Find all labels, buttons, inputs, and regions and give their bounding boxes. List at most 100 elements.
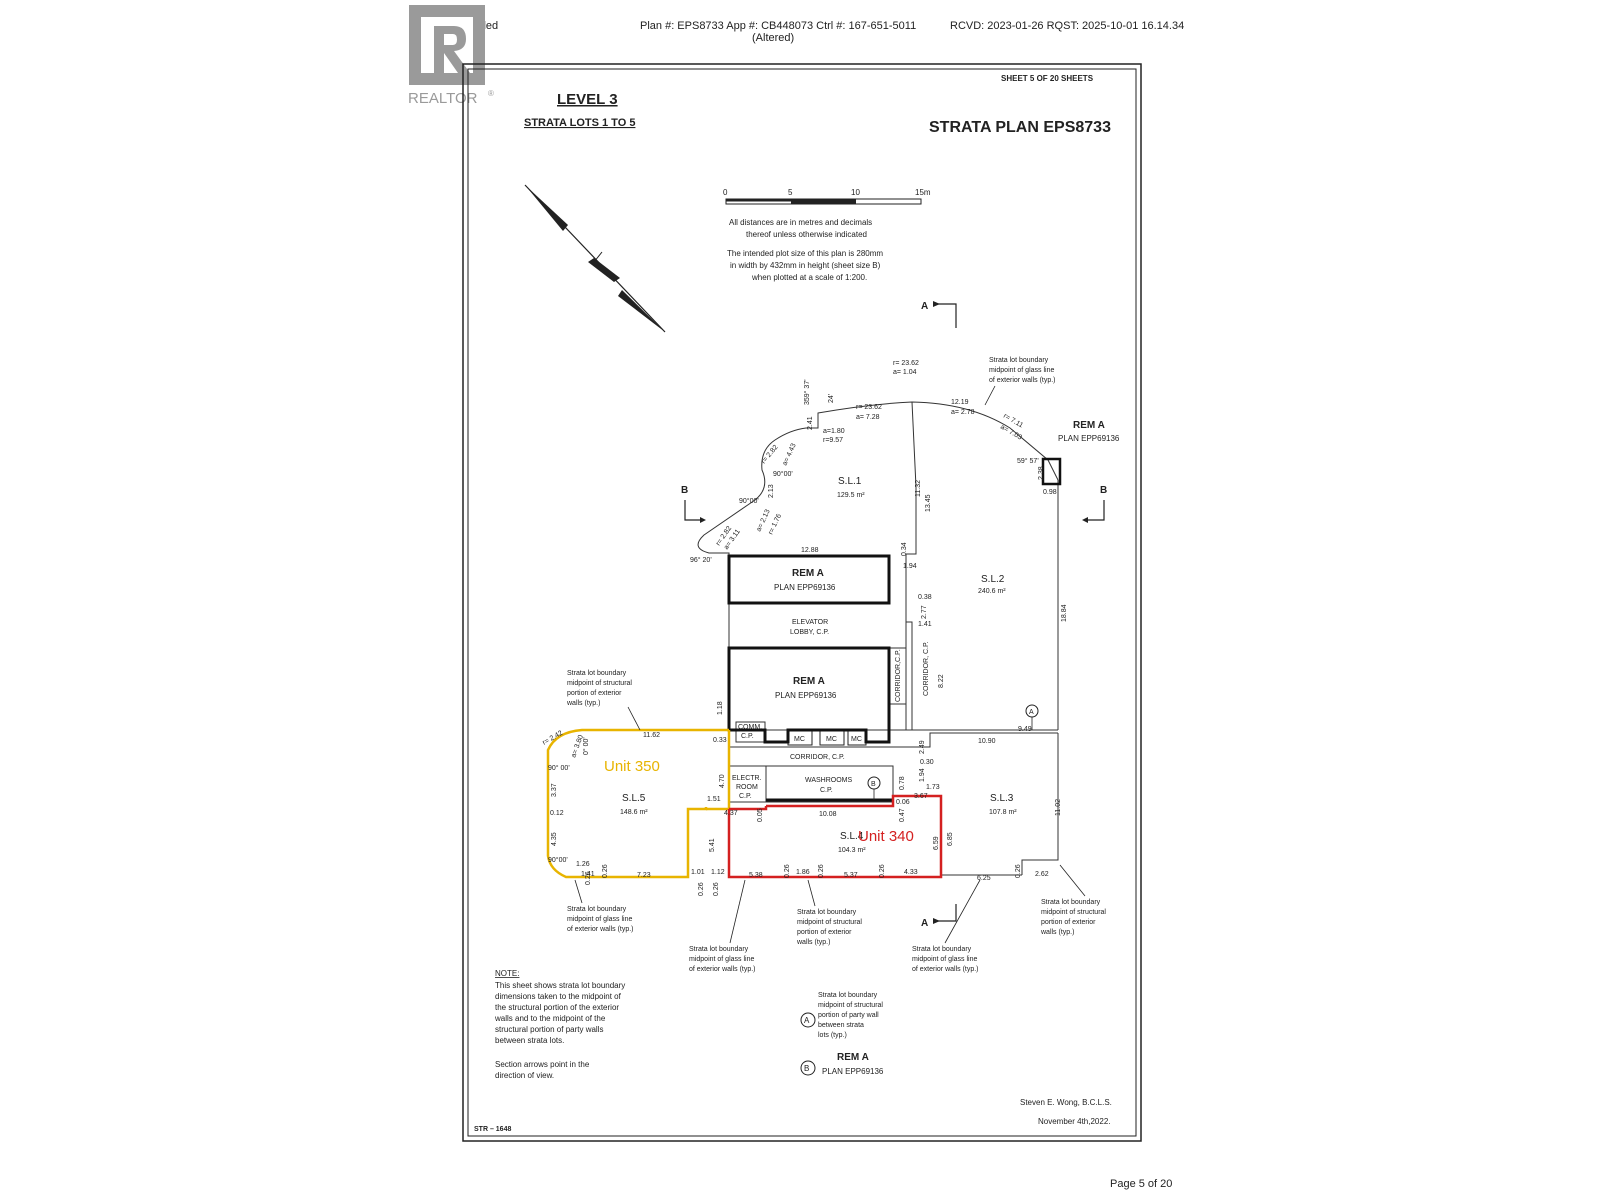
svg-text:r= 23.62: r= 23.62 xyxy=(893,360,919,367)
svg-text:1.41: 1.41 xyxy=(918,621,932,628)
svg-text:6.25: 6.25 xyxy=(977,875,991,882)
svg-text:0.26: 0.26 xyxy=(602,864,609,878)
mc-label-2: MC xyxy=(826,736,837,743)
svg-text:0.12: 0.12 xyxy=(550,810,564,817)
rem-a-top-label: REM A xyxy=(792,568,824,579)
svg-text:2.49: 2.49 xyxy=(919,740,926,754)
callout-struct-left: Strata lot boundary midpoint of structur… xyxy=(566,670,641,731)
svg-text:Strata lot boundary: Strata lot boundary xyxy=(689,946,749,953)
svg-text:8.22: 8.22 xyxy=(938,674,945,688)
section-arrow-b-left: B xyxy=(681,485,706,523)
rem-a-right-box xyxy=(1041,457,1062,486)
str-number: STR – 1648 xyxy=(474,1126,511,1133)
svg-text:lots (typ.): lots (typ.) xyxy=(818,1032,847,1039)
rem-a-middle-plan: PLAN EPP69136 xyxy=(775,691,837,700)
svg-text:59° 57': 59° 57' xyxy=(1017,457,1039,465)
corridor-vertical-2: CORRIDOR, C.P. xyxy=(923,641,930,696)
svg-text:90°00': 90°00' xyxy=(548,856,568,864)
rem-a-top-plan: PLAN EPP69136 xyxy=(774,583,836,592)
svg-text:B: B xyxy=(681,485,688,496)
svg-text:Strata lot boundary: Strata lot boundary xyxy=(818,992,878,999)
scale-bar: 0 5 10 15m xyxy=(723,188,931,205)
svg-text:96° 20': 96° 20' xyxy=(690,556,712,564)
north-arrow-icon xyxy=(524,184,666,333)
note-block: NOTE: This sheet shows strata lot bounda… xyxy=(494,969,625,1080)
lot-sl1-area: 129.5 m² xyxy=(837,492,865,499)
svg-text:REM A: REM A xyxy=(837,1052,869,1063)
svg-text:11.62: 11.62 xyxy=(643,732,660,739)
plot-note-1: The intended plot size of this plan is 2… xyxy=(727,249,883,258)
section-arrow-a-top: A xyxy=(921,301,957,328)
callout-glass-bottom-center-left: Strata lot boundary midpoint of glass li… xyxy=(689,879,756,973)
dimension-labels: 12.88 0.34 1.94 11.32 13.45 r= 23.62 a= … xyxy=(542,360,1069,896)
svg-text:midpoint of glass line: midpoint of glass line xyxy=(567,916,632,923)
callout-struct-bottom-center: Strata lot boundary midpoint of structur… xyxy=(796,879,862,946)
realtor-mark: ® xyxy=(488,89,494,98)
svg-text:of exterior walls (typ.): of exterior walls (typ.) xyxy=(912,966,979,973)
svg-text:4.70: 4.70 xyxy=(719,774,726,788)
svg-text:a= 4.43: a= 4.43 xyxy=(781,442,797,466)
svg-text:midpoint of glass line: midpoint of glass line xyxy=(689,956,754,963)
svg-text:portion of exterior: portion of exterior xyxy=(567,690,622,697)
electrical-label-3: C.P. xyxy=(739,793,752,800)
mc-label-1: MC xyxy=(794,736,805,743)
rem-a-top-box xyxy=(727,554,891,605)
svg-text:11.02: 11.02 xyxy=(1055,799,1062,816)
svg-text:24': 24' xyxy=(828,394,835,403)
lot-sl5-name: S.L.5 xyxy=(622,793,646,804)
note-line-3: the structural portion of the exterior xyxy=(495,1003,619,1012)
note-line-6: between strata lots. xyxy=(495,1036,564,1045)
svg-text:1.18: 1.18 xyxy=(717,701,724,715)
svg-text:6.85: 6.85 xyxy=(947,832,954,846)
lot-sl3-name: S.L.3 xyxy=(990,793,1014,804)
svg-text:Strata lot boundary: Strata lot boundary xyxy=(989,357,1049,364)
legend-b: B REM A PLAN EPP69136 xyxy=(800,1052,884,1076)
corridor-vertical-1: CORRIDOR,C.P. xyxy=(895,649,902,702)
scale-label-5: 5 xyxy=(788,188,793,197)
callout-glass-top-right: Strata lot boundary midpoint of glass li… xyxy=(984,357,1056,406)
svg-text:1.01: 1.01 xyxy=(691,869,705,876)
plan-title: STRATA PLAN EPS8733 xyxy=(929,119,1111,136)
svg-text:portion of party wall: portion of party wall xyxy=(818,1012,879,1019)
svg-text:2.62: 2.62 xyxy=(1035,871,1049,878)
svg-text:a= 1.04: a= 1.04 xyxy=(893,369,917,376)
svg-text:13.45: 13.45 xyxy=(925,494,932,512)
level-title: LEVEL 3 xyxy=(557,91,618,108)
svg-text:5.41: 5.41 xyxy=(709,838,716,852)
svg-text:4.35: 4.35 xyxy=(551,832,558,846)
lot-sl4-area: 104.3 m² xyxy=(838,847,866,854)
lot-sl5-area: 148.6 m² xyxy=(620,809,648,816)
rem-a-right-plan: PLAN EPP69136 xyxy=(1058,434,1120,443)
svg-text:of exterior walls (typ.): of exterior walls (typ.) xyxy=(567,926,634,933)
svg-text:90°00': 90°00' xyxy=(739,497,759,505)
svg-text:6.59: 6.59 xyxy=(933,836,940,850)
svg-text:a= 7.28: a= 7.28 xyxy=(856,414,880,421)
lot-sl2-area: 240.6 m² xyxy=(978,588,1006,595)
building-outline xyxy=(697,401,1059,876)
sheet-number: SHEET 5 OF 20 SHEETS xyxy=(1001,74,1094,83)
svg-text:portion of exterior: portion of exterior xyxy=(797,929,852,936)
svg-text:0.26: 0.26 xyxy=(698,882,705,896)
svg-text:0.38: 0.38 xyxy=(918,594,932,601)
electrical-label-2: ROOM xyxy=(736,784,758,791)
svg-text:4.33: 4.33 xyxy=(904,869,918,876)
svg-text:12.88: 12.88 xyxy=(801,547,819,554)
svg-text:midpoint of structural: midpoint of structural xyxy=(567,680,632,687)
svg-text:0.06: 0.06 xyxy=(896,799,910,806)
section-note-1: Section arrows point in the xyxy=(495,1060,590,1069)
svg-text:3.67: 3.67 xyxy=(914,793,928,800)
svg-text:5.37: 5.37 xyxy=(844,872,858,879)
svg-text:Strata lot boundary: Strata lot boundary xyxy=(1041,899,1101,906)
rem-a-right-label: REM A xyxy=(1073,420,1105,431)
svg-text:r=9.57: r=9.57 xyxy=(823,437,843,444)
svg-text:Strata lot boundary: Strata lot boundary xyxy=(567,670,627,677)
note-line-4: walls and to the midpoint of the xyxy=(494,1014,606,1023)
rem-a-middle-label: REM A xyxy=(793,676,825,687)
svg-text:PLAN EPP69136: PLAN EPP69136 xyxy=(822,1067,884,1076)
svg-text:0.30: 0.30 xyxy=(920,759,934,766)
plot-note-2: in width by 432mm in height (sheet size … xyxy=(730,261,881,270)
sheet-inner-border xyxy=(467,68,1137,1137)
svg-text:0.26: 0.26 xyxy=(1015,864,1022,878)
marker-a-plan: A xyxy=(1025,704,1039,730)
